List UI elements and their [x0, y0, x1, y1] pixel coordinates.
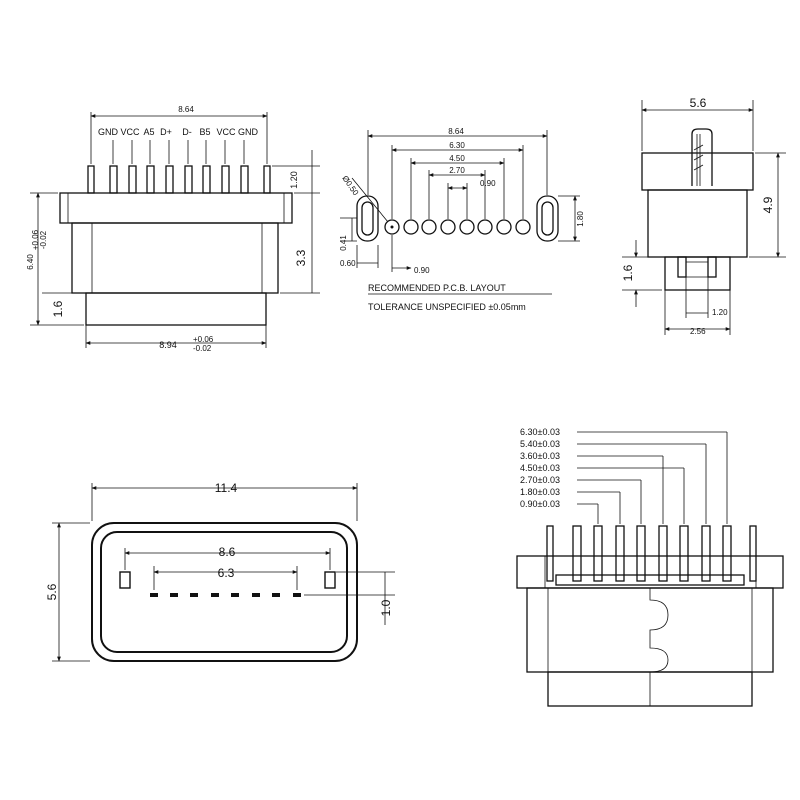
pcb-slot-left: [356, 195, 379, 242]
front-plug: [85, 292, 267, 326]
pin-label-gnd-left: GND: [98, 127, 119, 137]
pcb-dim-450: 4.50: [449, 154, 465, 163]
mating-dim-width: 11.4: [215, 481, 238, 495]
front-dim-bottom-height: 1.6: [51, 300, 65, 317]
pcb-dim-180: 1.80: [576, 211, 585, 227]
mating-outer-shell: [91, 522, 358, 662]
spacing-dim-450: 4.50±0.03: [520, 463, 560, 473]
side-top-block: [641, 152, 754, 191]
front-dim-left-height: 6.40: [26, 254, 35, 270]
front-dim-left-tol: +0.06: [31, 229, 40, 250]
pcb-dim-270: 2.70: [449, 166, 465, 175]
pcb-dim-hole: Ø0.50: [340, 174, 360, 197]
pcb-layout-title: RECOMMENDED P.C.B. LAYOUT: [368, 283, 506, 293]
front-pins: [87, 165, 271, 194]
pcb-dim-090-bottom: 0.90: [414, 266, 430, 275]
side-pin: [691, 128, 713, 186]
spacing-dim-630: 6.30±0.03: [520, 427, 560, 437]
mating-inner-shell: [100, 531, 348, 653]
side-view: 5.6 4.9 1.6 1.20 2.56: [621, 96, 786, 336]
side-bottom: [664, 256, 731, 291]
mating-contacts: [150, 593, 301, 597]
spacing-dim-270: 2.70±0.03: [520, 475, 560, 485]
pcb-layout-view: 8.64 6.30 4.50 2.70 0.90 Ø0.50 1.80 0.41: [339, 127, 585, 312]
spacing-flange: [516, 555, 784, 589]
mating-latch-right: [324, 571, 336, 589]
side-dim-256: 2.56: [690, 327, 706, 336]
front-dim-pin-height: 1.20: [289, 171, 299, 189]
spacing-break-line: [649, 588, 669, 706]
pin-label-dminus: D-: [182, 127, 192, 137]
front-flange: [59, 192, 293, 224]
pcb-dim-outer: 8.64: [448, 127, 464, 136]
pin-label-a5: A5: [143, 127, 154, 137]
pin-label-dplus: D+: [160, 127, 172, 137]
pin-label-vcc-left: VCC: [120, 127, 140, 137]
pin-label-vcc-right: VCC: [216, 127, 236, 137]
spacing-dim-360: 3.60±0.03: [520, 451, 560, 461]
pcb-dim-041: 0.41: [339, 235, 348, 251]
side-dim-120: 1.20: [712, 308, 728, 317]
mating-face-view: 11.4 5.6 8.6 6.3 1.0: [45, 481, 395, 662]
mating-dim-offset: 1.0: [379, 599, 393, 616]
mating-dim-inner: 8.6: [219, 545, 236, 559]
spacing-dim-540: 5.40±0.03: [520, 439, 560, 449]
mating-dim-height: 5.6: [45, 583, 59, 600]
spacing-pins: [546, 525, 757, 582]
spacing-dim-090: 0.90±0.03: [520, 499, 560, 509]
pin-label-b5: B5: [199, 127, 210, 137]
front-dim-body-height: 3.3: [294, 249, 308, 266]
front-dim-top: 8.64: [178, 105, 194, 114]
pcb-dim-060: 0.60: [340, 259, 356, 268]
pcb-pads: [384, 219, 531, 235]
front-view: GND VCC A5 D+ D- B5 VCC GND 8.64 1.20 3.…: [26, 105, 320, 353]
pcb-tolerance-note: TOLERANCE UNSPECIFIED ±0.05mm: [368, 302, 526, 312]
front-body: [71, 222, 279, 294]
side-dim-height: 4.9: [761, 196, 775, 213]
pcb-dim-090-top: 0.90: [480, 179, 496, 188]
side-dim-width: 5.6: [690, 96, 707, 110]
front-dim-left-tol-minus: -0.02: [39, 230, 48, 249]
side-body: [647, 189, 748, 258]
mating-latch-left: [119, 571, 131, 589]
front-dim-bottom-tol-plus: +0.06: [193, 335, 214, 344]
pin-label-gnd-right: GND: [238, 127, 259, 137]
front-dim-bottom-tol-minus: -0.02: [193, 344, 212, 353]
side-dim-bottom: 1.6: [621, 264, 635, 281]
pcb-slot-right: [536, 195, 559, 242]
mating-dim-contacts: 6.3: [218, 566, 235, 580]
pin-spacing-view: 6.30±0.03 5.40±0.03 3.60±0.03 4.50±0.03 …: [516, 427, 784, 707]
front-dim-bottom-width: 8.94: [159, 340, 177, 350]
spacing-dim-180: 1.80±0.03: [520, 487, 560, 497]
pcb-dim-630: 6.30: [449, 141, 465, 150]
